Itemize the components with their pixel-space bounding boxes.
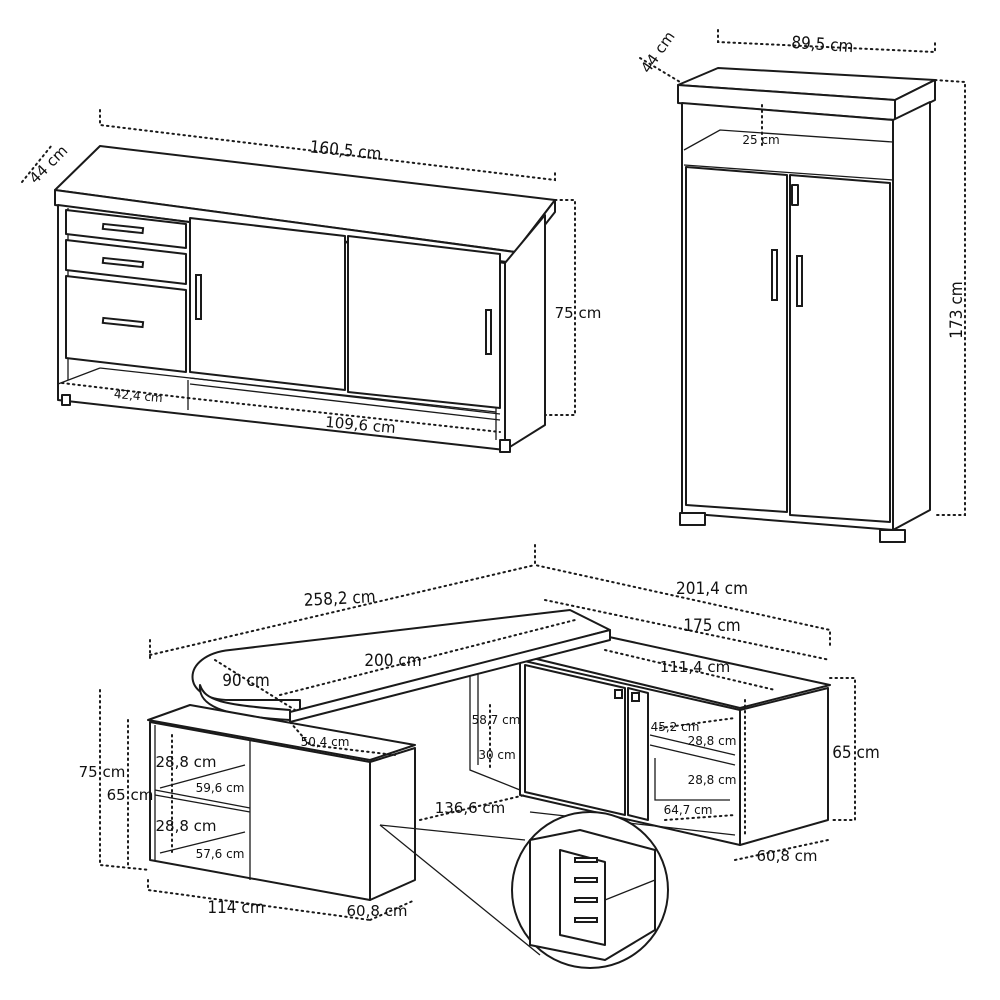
under-width-label: 136,6 cm	[435, 799, 506, 817]
desk-top	[191, 609, 611, 713]
door-handle	[195, 274, 202, 320]
under-depth-label: 30 cm	[478, 748, 515, 762]
sideboard-drawer-width-label: 42,4 cm	[113, 387, 163, 405]
right-shelf-width-label: 45,2 cm	[651, 720, 700, 734]
pedestal-side	[369, 747, 416, 901]
right-shelf-height-1-label: 28,8 cm	[688, 734, 737, 748]
dim-line	[99, 109, 556, 182]
drawer-handle	[101, 222, 145, 235]
sideboard-drawing	[21, 109, 576, 453]
cabinet-door-right[interactable]	[789, 174, 891, 523]
left-shelf-height-2-label: 28,8 cm	[155, 817, 216, 835]
desk-drawing	[99, 544, 856, 969]
desk-return-length-label: 175 cm	[683, 616, 740, 636]
pedestal-top-depth-label: 50,4 cm	[301, 735, 350, 749]
door-handle	[614, 689, 623, 699]
pedestal-height-label: 65 cm	[107, 786, 154, 804]
desk-top-depth-label: 90 cm	[222, 671, 270, 691]
right-bottom-width-label: 64,7 cm	[664, 803, 713, 817]
cabinet-door-left[interactable]	[685, 166, 788, 513]
door-handle	[485, 309, 492, 355]
detail-drawers	[574, 857, 598, 923]
door-handle	[796, 255, 803, 307]
desk-height-label: 75 cm	[79, 763, 126, 781]
right-shelf-height-2-label: 28,8 cm	[688, 773, 737, 787]
cabinet-width-label: 89,5 cm	[791, 33, 854, 57]
cabinet-side	[892, 101, 931, 531]
sideboard-width-label: 160,5 cm	[309, 137, 383, 164]
door-handle	[631, 692, 640, 702]
under-height-label: 58,7 cm	[472, 713, 521, 727]
pedestal-depth-label: 60,8 cm	[346, 902, 407, 920]
return-sliding-door[interactable]	[524, 664, 626, 816]
cabinet-niche-label: 25 cm	[742, 133, 779, 147]
left-shelf-height-1-label: 28,8 cm	[155, 753, 216, 771]
sideboard-height-label: 75 cm	[555, 304, 602, 322]
sliding-door-left[interactable]	[189, 217, 346, 391]
pedestal-width-label: 114 cm	[207, 898, 264, 918]
left-shelf-width-2-label: 57,6 cm	[196, 847, 245, 861]
lock-icon	[791, 184, 799, 206]
left-shelf-width-1-label: 59,6 cm	[196, 781, 245, 795]
return-depth-label: 60,8 cm	[756, 847, 817, 865]
return-side	[739, 687, 829, 846]
sliding-door-right[interactable]	[347, 235, 501, 409]
cabinet-height-label: 173 cm	[947, 281, 967, 338]
desk-total-length-label: 258,2 cm	[303, 587, 376, 611]
desk-return-inner-label: 111,4 cm	[660, 658, 731, 676]
drawer-handle	[101, 316, 145, 329]
cabinet-drawing	[639, 29, 966, 543]
return-height-label: 65 cm	[832, 743, 880, 763]
drawer-handle	[101, 256, 145, 269]
pedestal-top	[147, 704, 416, 761]
desk-top-length-label: 200 cm	[364, 651, 421, 671]
door-handle	[771, 249, 778, 301]
desk-return-total-label: 201,4 cm	[676, 579, 748, 599]
sideboard-side	[504, 214, 546, 451]
